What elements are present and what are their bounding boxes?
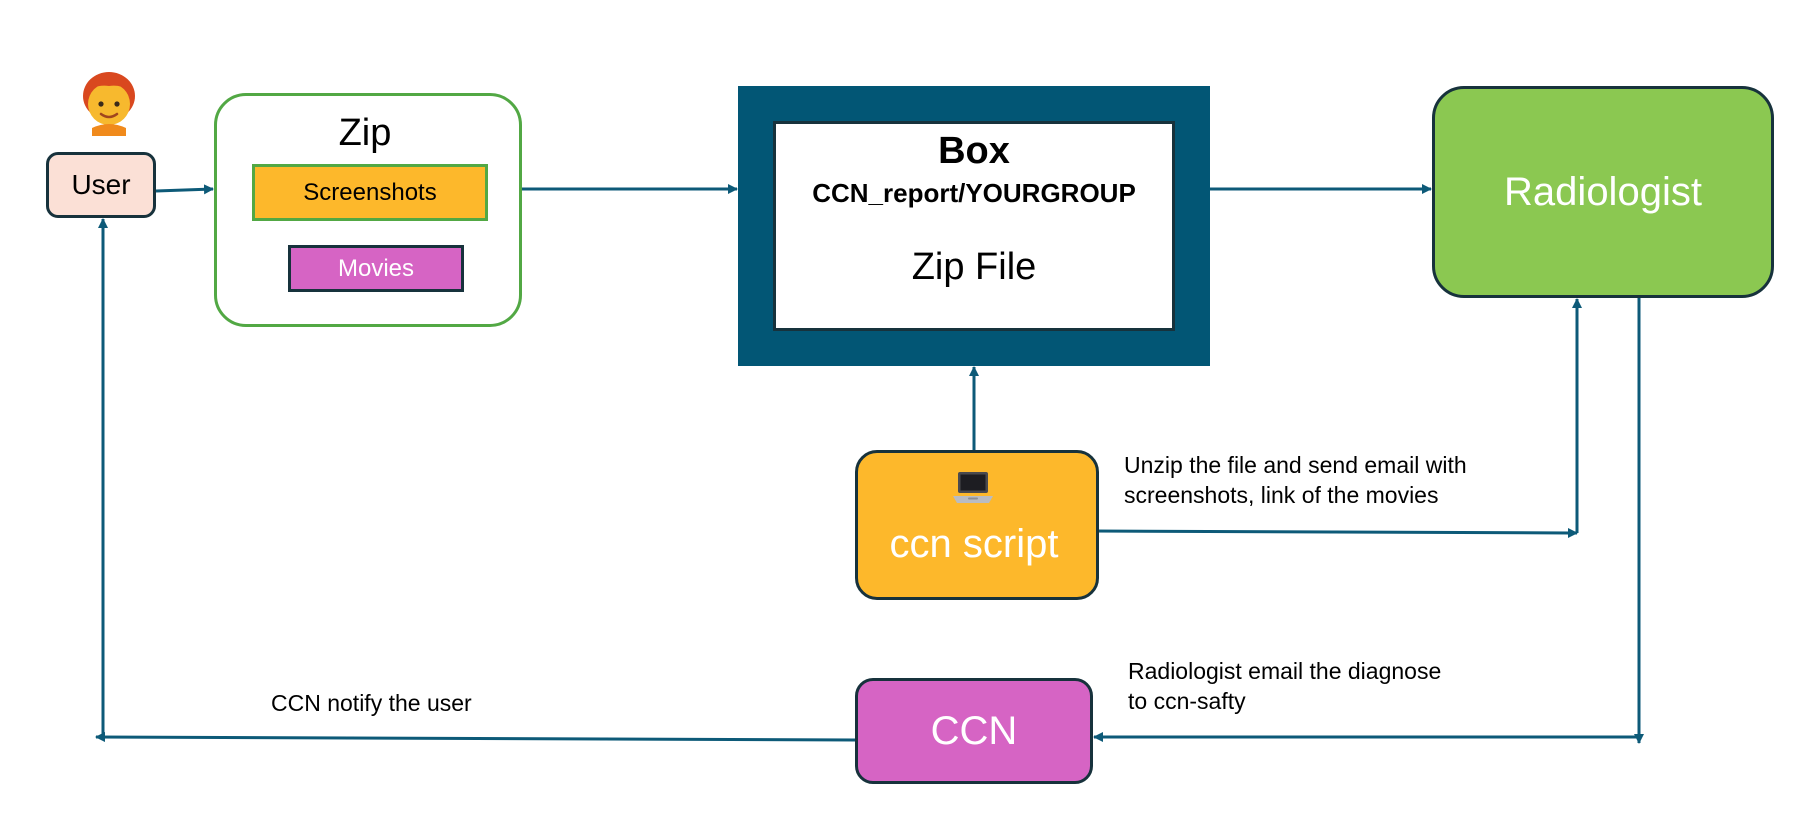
radiologist-email-line-2: to ccn-safty bbox=[1128, 688, 1246, 714]
box-node-content bbox=[773, 121, 1175, 331]
box-zip-file-label: Zip File bbox=[911, 246, 1037, 288]
ccn-script-label: ccn script bbox=[889, 522, 1059, 566]
person-icon bbox=[74, 66, 144, 136]
radiologist-email-line-1: Radiologist email the diagnose bbox=[1128, 658, 1442, 684]
radiologist-label: Radiologist bbox=[1504, 169, 1702, 214]
unzip-annotation: Unzip the file and send email with scree… bbox=[1124, 450, 1467, 510]
screenshots-item: Screenshots bbox=[252, 164, 488, 221]
unzip-annotation-line-1: Unzip the file and send email with bbox=[1124, 452, 1467, 478]
screenshots-label: Screenshots bbox=[303, 178, 437, 206]
ccn-label: CCN bbox=[930, 708, 1018, 753]
box-title: Box bbox=[938, 130, 1010, 172]
box-path: CCN_report/YOURGROUP bbox=[812, 178, 1136, 208]
user-label: User bbox=[71, 169, 131, 200]
radiologist-email-annotation: Radiologist email the diagnose to ccn-sa… bbox=[1128, 656, 1441, 716]
movies-item: Movies bbox=[288, 245, 464, 292]
arrow-ccn-to-left bbox=[95, 732, 856, 743]
arrow-script-to-radiologist bbox=[1092, 528, 1578, 538]
arrow-user-to-zip bbox=[155, 184, 214, 195]
user-node: User bbox=[46, 152, 156, 218]
laptop-icon bbox=[951, 466, 995, 510]
movies-label: Movies bbox=[337, 254, 415, 282]
zip-title: Zip bbox=[338, 112, 392, 154]
notify-annotation: CCN notify the user bbox=[271, 690, 472, 716]
radiologist-node: Radiologist bbox=[1432, 86, 1774, 298]
unzip-annotation-line-2: screenshots, link of the movies bbox=[1124, 482, 1439, 508]
ccn-node: CCN bbox=[855, 678, 1093, 784]
